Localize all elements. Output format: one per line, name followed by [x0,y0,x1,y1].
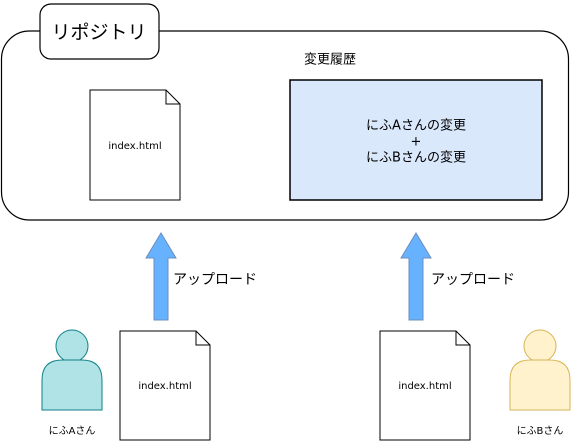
repo-file-icon: index.html [89,89,181,201]
left-file-icon: index.html [119,330,211,441]
user-b-name: にふBさん [517,425,564,437]
repository-label-box: リポジトリ [39,3,160,60]
history-line-2: + [411,135,422,150]
repository-label: リポジトリ [51,22,146,44]
history-line-3: にふBさんの変更 [366,150,466,166]
user-a-name: にふAさん [49,425,96,437]
repo-file-name: index.html [108,141,161,152]
history-box: にふAさんの変更 + にふBさんの変更 [289,79,543,201]
user-a-icon [41,329,103,411]
right-file-icon: index.html [379,330,471,441]
upload-arrow-right: アップロード [400,232,515,321]
user-b-icon [509,329,571,411]
left-file-name: index.html [138,381,191,392]
upload-left-label: アップロード [173,272,257,288]
upload-right-label: アップロード [431,272,515,288]
history-line-1: にふAさんの変更 [366,118,466,134]
upload-arrow-left: アップロード [145,232,257,321]
history-title: 変更履歴 [304,52,356,68]
right-file-name: index.html [398,381,451,392]
